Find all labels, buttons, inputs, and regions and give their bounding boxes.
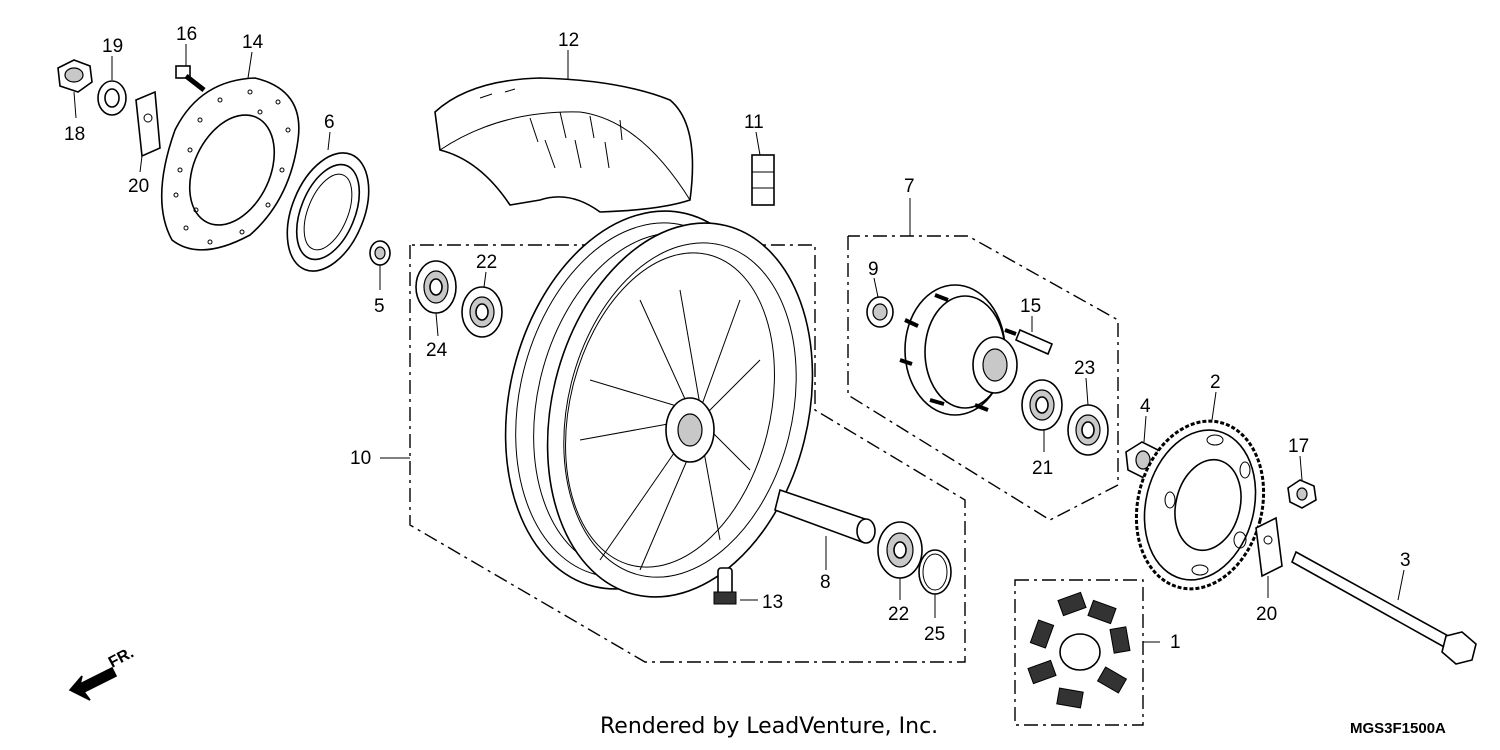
callout-21: 21 <box>1032 458 1053 479</box>
callout-20-right: 20 <box>1256 604 1277 625</box>
sleeve-part-8 <box>774 488 876 544</box>
stud-part-15 <box>1014 328 1054 356</box>
wheel-part-10 <box>504 210 814 598</box>
nut-part-18 <box>57 59 93 93</box>
callout-24: 24 <box>426 340 448 361</box>
callout-23: 23 <box>1074 358 1095 379</box>
callout-15: 15 <box>1020 296 1041 317</box>
sprocket-part-2 <box>1134 419 1266 591</box>
bearing-part-24 <box>415 260 457 314</box>
nut-part-17 <box>1287 479 1317 509</box>
callout-11: 11 <box>744 112 764 133</box>
brake-disc-part-14 <box>160 77 300 251</box>
footer-credit: Rendered by LeadVenture, Inc. <box>600 714 938 739</box>
callout-labels: 18 19 16 14 20 6 5 24 22 12 11 7 9 15 23… <box>64 24 1411 653</box>
callout-22-upper: 22 <box>476 252 497 273</box>
callout-22-lower: 22 <box>888 604 909 625</box>
diagram-code: MGS3F1500A <box>1350 720 1446 737</box>
bracket-part-20-right <box>1255 516 1283 578</box>
tire-part-12 <box>434 77 694 213</box>
callout-19: 19 <box>102 36 123 57</box>
axle-part-3 <box>1290 550 1477 665</box>
callout-6: 6 <box>324 112 335 133</box>
callout-3: 3 <box>1400 550 1411 571</box>
callout-18: 18 <box>64 124 85 145</box>
callout-10: 10 <box>350 448 371 469</box>
wheel-assembly-outline <box>380 244 966 663</box>
valve-part-13 <box>713 567 737 605</box>
callout-1: 1 <box>1170 632 1181 653</box>
callout-8: 8 <box>820 572 831 593</box>
callout-16: 16 <box>176 24 197 45</box>
callout-2: 2 <box>1210 372 1221 393</box>
callout-4: 4 <box>1140 396 1151 417</box>
callout-5: 5 <box>374 296 385 317</box>
leader-lines <box>73 44 1405 618</box>
callout-25: 25 <box>924 624 945 645</box>
collar-part-5 <box>369 240 391 266</box>
hub-flange-part-7 <box>899 284 1018 416</box>
balance-weight-part-11 <box>751 154 775 206</box>
bearing-part-21 <box>1021 379 1063 431</box>
direction-label: FR. <box>106 644 137 671</box>
callout-12: 12 <box>558 30 579 51</box>
bracket-part-20-left <box>135 90 161 158</box>
callout-13: 13 <box>762 592 783 613</box>
bolt-part-16 <box>175 65 206 92</box>
circlip-part-25 <box>918 549 952 595</box>
pulser-ring-part-6 <box>286 152 370 272</box>
callout-20-left: 20 <box>128 176 149 197</box>
callout-17: 17 <box>1288 436 1309 457</box>
callout-14: 14 <box>242 32 264 53</box>
front-direction-arrow-icon: FR. <box>68 644 137 701</box>
collar-part-19 <box>97 80 127 116</box>
bearing-part-22-upper <box>461 286 503 338</box>
hub-assembly-outline <box>847 198 1119 521</box>
damper-rubber-part-1 <box>1027 591 1131 709</box>
callout-9: 9 <box>868 259 879 280</box>
callout-7: 7 <box>904 176 915 197</box>
bearing-part-23 <box>1067 404 1109 456</box>
bearing-part-22-lower <box>877 521 923 579</box>
damper-box-outline <box>1014 579 1160 726</box>
collar-part-9 <box>866 296 894 328</box>
